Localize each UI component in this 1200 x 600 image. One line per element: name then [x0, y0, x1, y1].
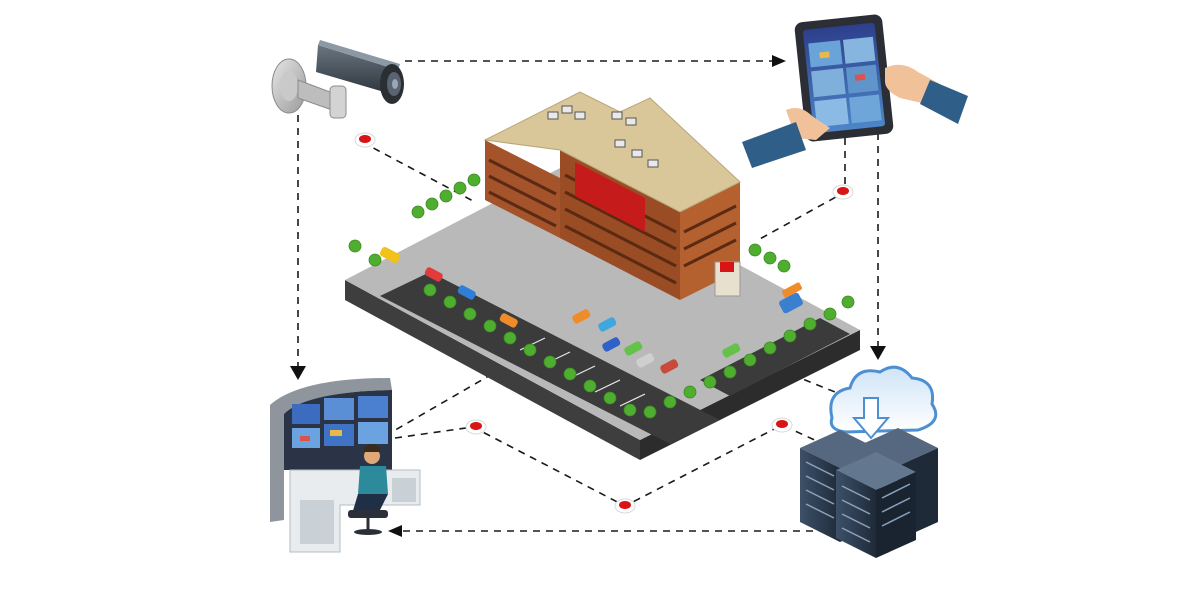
arrow-head-down-left: [290, 366, 306, 380]
tablet-hands-icon: [742, 14, 968, 168]
node-dot: [832, 184, 854, 200]
building-billboard: [575, 162, 645, 232]
building-roof: [483, 91, 741, 213]
shopping-mall-icon: [345, 91, 860, 460]
arrow-head-left: [388, 525, 402, 537]
tablet-video-tile: [814, 97, 849, 128]
connection-nodes: [354, 132, 854, 514]
tablet-video-tile: [811, 68, 846, 98]
node-dot: [354, 132, 376, 148]
tablet-video-tile: [849, 94, 882, 124]
tablet-video-tile: [843, 36, 876, 64]
download-arrow-icon: [851, 397, 891, 440]
node-dot: [614, 498, 636, 514]
cloud-server-rack-icon: [800, 365, 938, 558]
arrow-head-right: [772, 55, 786, 67]
cctv-camera-icon: [271, 40, 404, 119]
node-dot: [465, 419, 487, 435]
video-wall-screens: [292, 396, 388, 448]
control-room-operator-icon: [270, 378, 421, 553]
parked-cars: [379, 246, 803, 374]
cloud-icon: [829, 365, 938, 434]
node-dot: [771, 417, 793, 433]
link-building-to-cloud: [779, 369, 836, 393]
side-road: [700, 318, 850, 396]
arrow-head-down-right: [870, 346, 886, 360]
server-rack: [836, 452, 916, 558]
